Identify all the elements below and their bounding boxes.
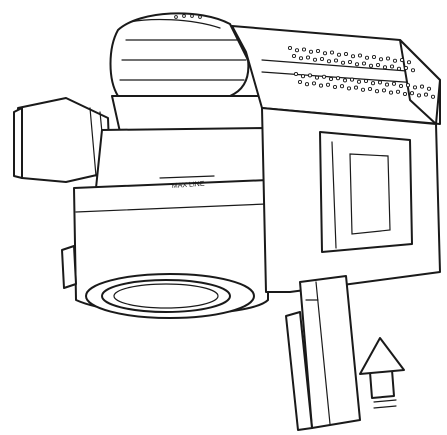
vent-dot [342,78,348,83]
vent-dot [319,56,325,62]
vent-dot [416,93,422,98]
handle-vents [287,45,436,99]
vent-dot [308,49,314,54]
vent-dot [300,74,306,79]
vent-dot [298,56,304,61]
vent-dot [402,91,408,97]
vent-dot [363,78,369,84]
vent-dot [406,60,412,65]
vent-dot [360,87,366,92]
vent-dot [364,55,370,60]
vent-dot [349,77,355,82]
vent-dot [357,53,363,58]
vent-dot [410,68,416,73]
vent-dot [291,53,297,59]
vent-dot [297,79,303,85]
vent-dot [385,56,391,61]
vent-dot [347,59,353,65]
vent-dot [333,58,339,63]
vent-dot [314,75,320,80]
vent-dot [311,81,317,86]
vent-dot [322,51,328,56]
max-line-label: MAX LINE [172,181,205,190]
vent-dot [318,83,324,88]
vent-dot [395,89,401,94]
vent-dot [391,81,397,86]
vent-dot [339,84,345,89]
vent-dot [389,64,395,69]
vent-dot [423,92,429,97]
vent-dot [328,76,334,82]
vent-dot [377,80,383,85]
vent-dot [374,89,380,94]
vent-dot [354,62,360,67]
vent-dot [409,91,415,96]
vent-dot [294,48,300,53]
vent-dot [370,81,376,86]
vent-dot [325,82,331,87]
vent-dot [378,57,384,62]
vent-dot [353,85,359,90]
vent-dot [335,76,341,81]
vent-dot [381,88,387,93]
vent-dot [304,82,310,87]
vent-dot [396,66,402,71]
vent-dot [388,90,394,95]
vent-dot [430,94,436,99]
vent-dot [361,61,367,66]
vent-dot [287,45,293,51]
vent-dot [305,55,311,60]
vent-dot [375,62,381,68]
vent-dot [346,86,352,91]
vent-dot [326,59,332,64]
vent-dot [329,50,335,55]
vent-dot [368,63,374,68]
upper-body [95,95,271,189]
vent-dot [405,83,411,88]
vent-dot [307,73,313,78]
vent-dot [315,48,321,54]
vent-dot [392,58,398,63]
vent-dot [399,57,405,63]
vent-dot [382,65,388,70]
vent-dot [419,84,425,89]
up-arrow-icon [359,337,405,409]
vent-dot [403,65,409,71]
vent-dot [301,47,307,52]
vent-dot [384,82,390,87]
bin-bottom [61,245,255,319]
vent-dot [336,52,342,57]
vent-dot [343,51,349,57]
vent-dot [412,85,418,90]
vent-dot [312,57,318,62]
handle-frame [261,107,441,293]
vent-dot [426,86,432,91]
vent-dot [340,60,346,65]
filter-cap [13,97,111,183]
max-line-mark [159,175,215,179]
vent-dot [321,74,327,79]
vent-dot [367,86,373,92]
battery-pack [285,275,361,431]
vent-dot [293,71,299,77]
vent-dot [350,54,356,59]
vent-dot [398,83,404,89]
vent-dot [371,54,377,60]
motor-dome [109,12,250,97]
vent-dot [332,84,338,90]
vent-dot [356,79,362,84]
